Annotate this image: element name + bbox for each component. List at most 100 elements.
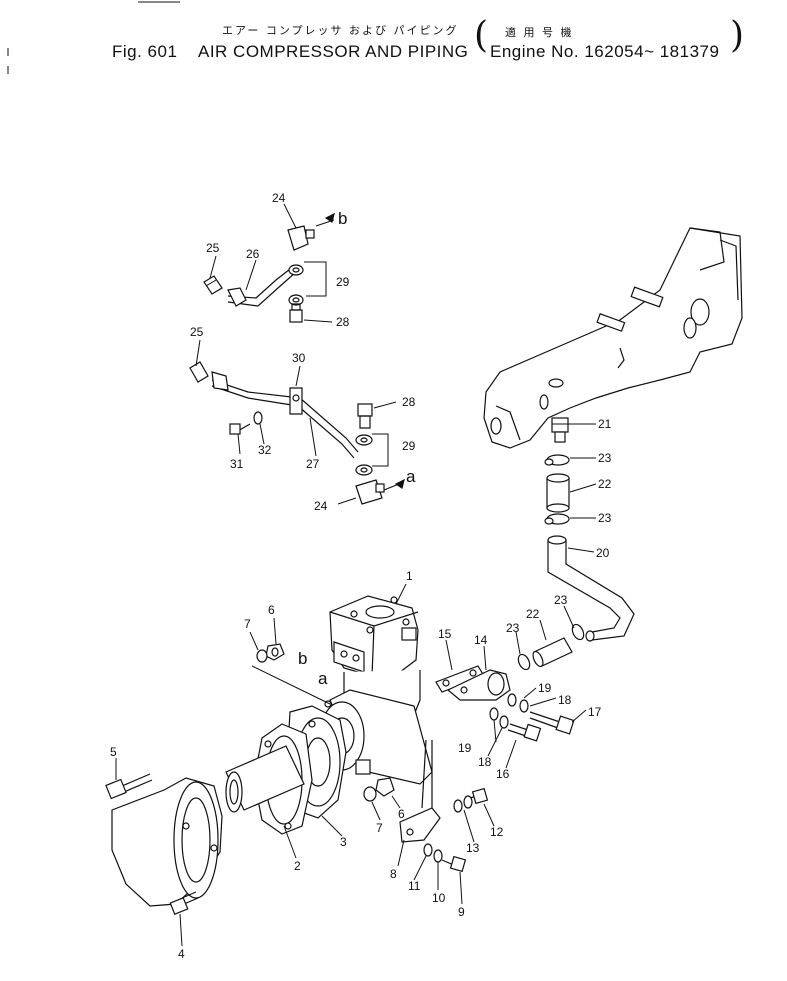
callout-7-lower: 7 (376, 821, 383, 835)
japanese-title: エアー コンプレッサ および パイピング (222, 24, 459, 37)
callout-30: 30 (292, 351, 306, 365)
callout-13: 13 (466, 841, 480, 855)
mark-a-top: a (406, 467, 416, 486)
washer-29-upper-b (288, 294, 304, 306)
elbow-24-upper (287, 225, 315, 251)
bolt-4 (169, 891, 199, 915)
bolt-16 (507, 723, 542, 742)
callout-5: 5 (110, 745, 117, 759)
pipe-20 (547, 535, 635, 642)
pipe-27 (211, 371, 359, 459)
callout-1: 1 (406, 569, 413, 583)
clamp-23-lower-right (571, 623, 585, 641)
figure-number: Fig. 601 (112, 42, 178, 61)
bracket-8 (399, 739, 441, 843)
callout-17: 17 (588, 705, 602, 719)
fitting-25-lower (189, 361, 209, 383)
callout-9: 9 (458, 905, 465, 919)
callout-25-lower: 25 (190, 325, 204, 339)
callout-22-lower: 22 (526, 607, 540, 621)
exhaust-manifold (483, 227, 743, 449)
callout-4: 4 (178, 947, 185, 961)
open-paren: ( (474, 15, 489, 56)
bolt-28-upper (289, 303, 303, 323)
clamp-23-middle (544, 513, 570, 525)
nut-6-upper (265, 643, 285, 661)
figure-title: AIR COMPRESSOR AND PIPING (198, 42, 469, 61)
callout-2: 2 (294, 859, 301, 873)
callout-12: 12 (490, 825, 504, 839)
callout-28-lower: 28 (402, 395, 416, 409)
callout-29-lower: 29 (402, 439, 416, 453)
callout-22-upper: 22 (598, 477, 612, 491)
washer-11 (423, 843, 433, 857)
callout-10: 10 (432, 891, 446, 905)
callout-3: 3 (340, 835, 347, 849)
mark-a-compressor: a (318, 669, 328, 688)
leader-lines (115, 203, 597, 947)
washer-29-lower-b (355, 464, 373, 476)
bolt-31 (229, 423, 251, 435)
bolt-12 (469, 787, 489, 805)
callout-18-right: 18 (558, 693, 572, 707)
pipe-26 (227, 265, 297, 307)
flywheel-housing (111, 777, 223, 907)
callout-18-left: 18 (478, 755, 492, 769)
elbow-14 (446, 669, 511, 701)
fitting-25-upper (203, 275, 223, 295)
mark-b-compressor: b (298, 649, 307, 668)
callout-24-lower: 24 (314, 499, 328, 513)
bolt-28-lower (357, 403, 373, 429)
washer-29-upper-a (288, 264, 304, 276)
callout-6-lower: 6 (398, 807, 405, 821)
washer-13-a (463, 795, 473, 809)
engine-range: Engine No. 162054~ 181379 (490, 42, 720, 61)
washer-18-right (519, 699, 529, 713)
header: エアー コンプレッサ および パイピング 適 用 号 機 Fig. 601 AI… (0, 0, 787, 70)
washer-7-lower (363, 786, 377, 802)
elbow-24-lower (355, 479, 385, 505)
hose-22-lower (532, 637, 573, 668)
hose-22-upper (546, 473, 570, 513)
washer-7-upper (256, 649, 268, 663)
drive-shaft (225, 745, 305, 813)
callout-14: 14 (474, 633, 488, 647)
mark-b-top: b (338, 209, 347, 228)
callout-8: 8 (390, 867, 397, 881)
callout-31: 31 (230, 457, 244, 471)
callout-23-middle: 23 (598, 511, 612, 525)
bolt-17 (529, 711, 575, 735)
callout-21: 21 (598, 417, 612, 431)
bolt-9 (441, 855, 467, 873)
close-paren: ) (730, 15, 745, 56)
arrow-b-top (324, 212, 335, 223)
callout-32: 32 (258, 443, 272, 457)
callout-27: 27 (306, 457, 320, 471)
callout-24-upper: 24 (272, 191, 286, 205)
callout-6-upper: 6 (268, 603, 275, 617)
clamp-23-upper (544, 454, 570, 466)
callout-28-upper: 28 (336, 315, 350, 329)
arrow-a-top (394, 478, 405, 489)
clamp-23-lower-left (517, 653, 531, 671)
callout-20: 20 (596, 546, 610, 560)
washer-19-left (489, 707, 499, 721)
callout-23-upper: 23 (598, 451, 612, 465)
callout-15: 15 (438, 627, 452, 641)
washer-13-b (453, 799, 463, 813)
washer-29-lower-a (355, 434, 373, 446)
callout-29-upper: 29 (336, 275, 350, 289)
japanese-applicable-label: 適 用 号 機 (505, 26, 574, 39)
washer-18-left (499, 715, 509, 729)
callout-26: 26 (246, 247, 260, 261)
callout-7-upper: 7 (244, 617, 251, 631)
callout-23-lower-left: 23 (506, 621, 520, 635)
callout-23-lower-right: 23 (554, 593, 568, 607)
clip-30 (289, 387, 303, 415)
nut-6-lower (375, 777, 395, 797)
callout-16: 16 (496, 767, 510, 781)
bolt-5 (105, 773, 153, 800)
callout-25-upper: 25 (206, 241, 220, 255)
washer-32 (253, 411, 263, 425)
